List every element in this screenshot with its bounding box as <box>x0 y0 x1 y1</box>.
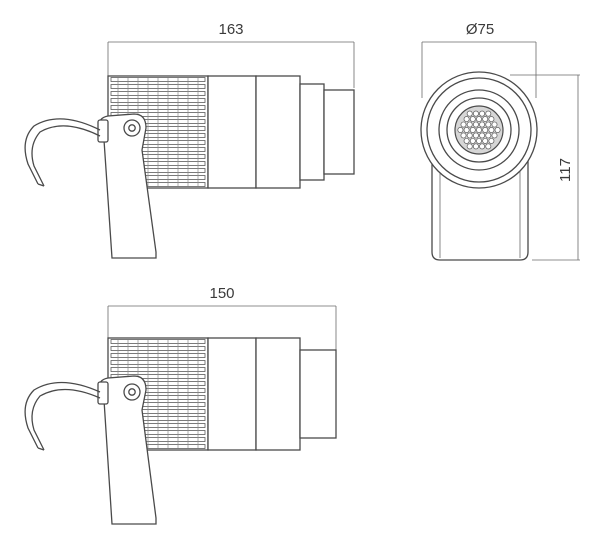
body-section <box>255 75 301 189</box>
led-dot <box>472 110 479 117</box>
led-dot <box>491 121 498 128</box>
led-dot <box>476 137 482 144</box>
led-dot <box>488 137 495 144</box>
dimension-diameter: Ø75 <box>421 21 537 98</box>
led-dot <box>482 116 489 123</box>
mounting-bracket <box>97 113 157 259</box>
led-dot <box>488 116 495 123</box>
dimension-163: 163 <box>107 21 355 88</box>
led-dot <box>460 132 467 139</box>
led-dot <box>469 137 476 144</box>
led-dot <box>466 143 473 150</box>
dimension-height: 117 <box>510 74 580 261</box>
led-dot <box>463 127 470 133</box>
led-dot <box>460 121 467 128</box>
led-dot <box>482 137 489 144</box>
led-dot <box>485 121 492 128</box>
led-dot <box>457 127 464 133</box>
led-dot <box>476 127 482 133</box>
dimension-150: 150 <box>107 285 337 350</box>
mounting-bracket <box>97 375 157 525</box>
led-dot <box>482 127 489 133</box>
led-dot <box>494 127 501 133</box>
led-dot <box>479 121 486 128</box>
led-dot <box>472 143 479 150</box>
led-dot <box>485 110 492 117</box>
led-dot <box>476 116 482 123</box>
front-ring <box>299 83 325 181</box>
side-view-short: 150 <box>24 285 337 525</box>
led-dot <box>463 137 470 144</box>
led-dot <box>472 121 479 128</box>
side-view-long: 163 <box>24 21 355 259</box>
front-view: Ø75 117 <box>420 21 580 261</box>
dimension-label-diameter: Ø75 <box>466 21 494 38</box>
front-base <box>431 159 529 261</box>
led-dot <box>479 110 486 117</box>
body-section <box>207 75 257 189</box>
led-dot <box>463 116 470 123</box>
led-dot <box>488 127 495 133</box>
led-dot <box>479 143 486 150</box>
led-array <box>457 110 501 150</box>
dimension-label-150: 150 <box>209 285 234 302</box>
dimension-label-163: 163 <box>218 21 243 38</box>
led-dot <box>472 132 479 139</box>
dimension-label-height: 117 <box>557 158 574 182</box>
cable <box>24 118 101 187</box>
led-dot <box>479 132 486 139</box>
led-dot <box>469 116 476 123</box>
lens-cap <box>299 349 337 439</box>
led-dot <box>485 143 492 150</box>
led-dot <box>491 132 498 139</box>
led-dot <box>469 127 476 133</box>
body-section <box>207 337 257 451</box>
led-dot <box>466 110 473 117</box>
led-dot <box>466 121 473 128</box>
cable <box>24 381 101 451</box>
led-dot <box>485 132 492 139</box>
body-section <box>255 337 301 451</box>
lens-cap <box>323 89 355 175</box>
led-dot <box>466 132 473 139</box>
